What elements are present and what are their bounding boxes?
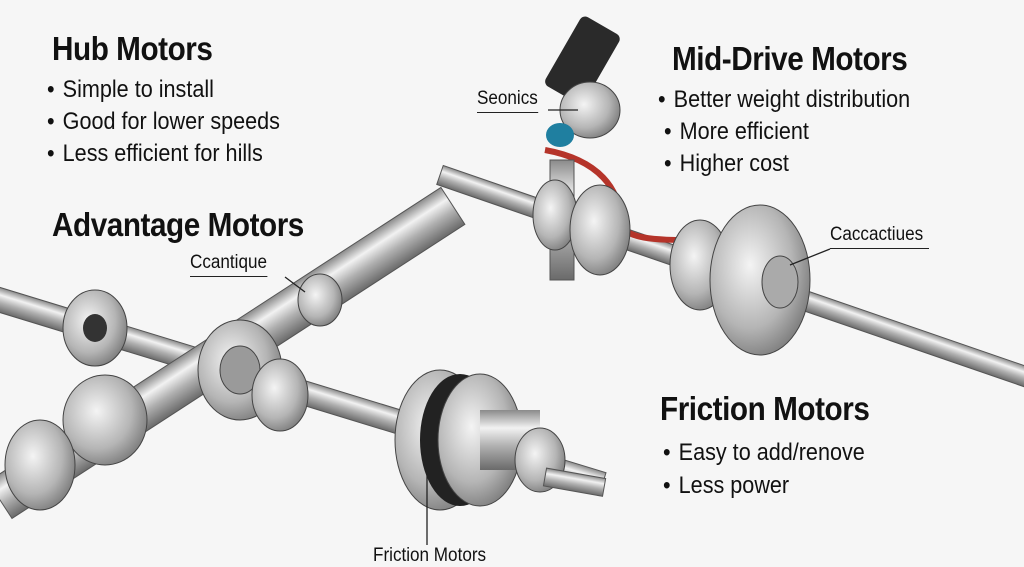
seonics-label: Seonics xyxy=(477,88,538,113)
mid-drive-bullet: Better weight distribution xyxy=(658,86,911,114)
ccantique-leader xyxy=(284,276,306,293)
hub-motors-title: Hub Motors xyxy=(52,30,213,67)
caccactiues-leader xyxy=(789,248,831,266)
friction-bullet: Less power xyxy=(663,472,789,500)
caccactiues-label: Caccactiues xyxy=(830,224,929,249)
mid-drive-bullet: More efficient xyxy=(664,118,809,146)
advantage-motors-title: Advantage Motors xyxy=(52,206,304,243)
friction-motors-callout: Friction Motors xyxy=(373,545,487,566)
mid-drive-motor xyxy=(532,16,811,356)
hub-bullet: Simple to install xyxy=(47,76,214,104)
ccantique-label: Ccantique xyxy=(190,252,268,277)
friction-wheel xyxy=(394,369,607,511)
mid-drive-bullet: Higher cost xyxy=(664,150,789,178)
hub-bullet: Good for lower speeds xyxy=(47,108,280,136)
friction-bullet: Easy to add/renove xyxy=(663,439,865,467)
mid-drive-motors-title: Mid-Drive Motors xyxy=(672,40,908,77)
friction-motors-title: Friction Motors xyxy=(660,390,870,427)
hub-bullet: Less efficient for hills xyxy=(47,140,263,168)
